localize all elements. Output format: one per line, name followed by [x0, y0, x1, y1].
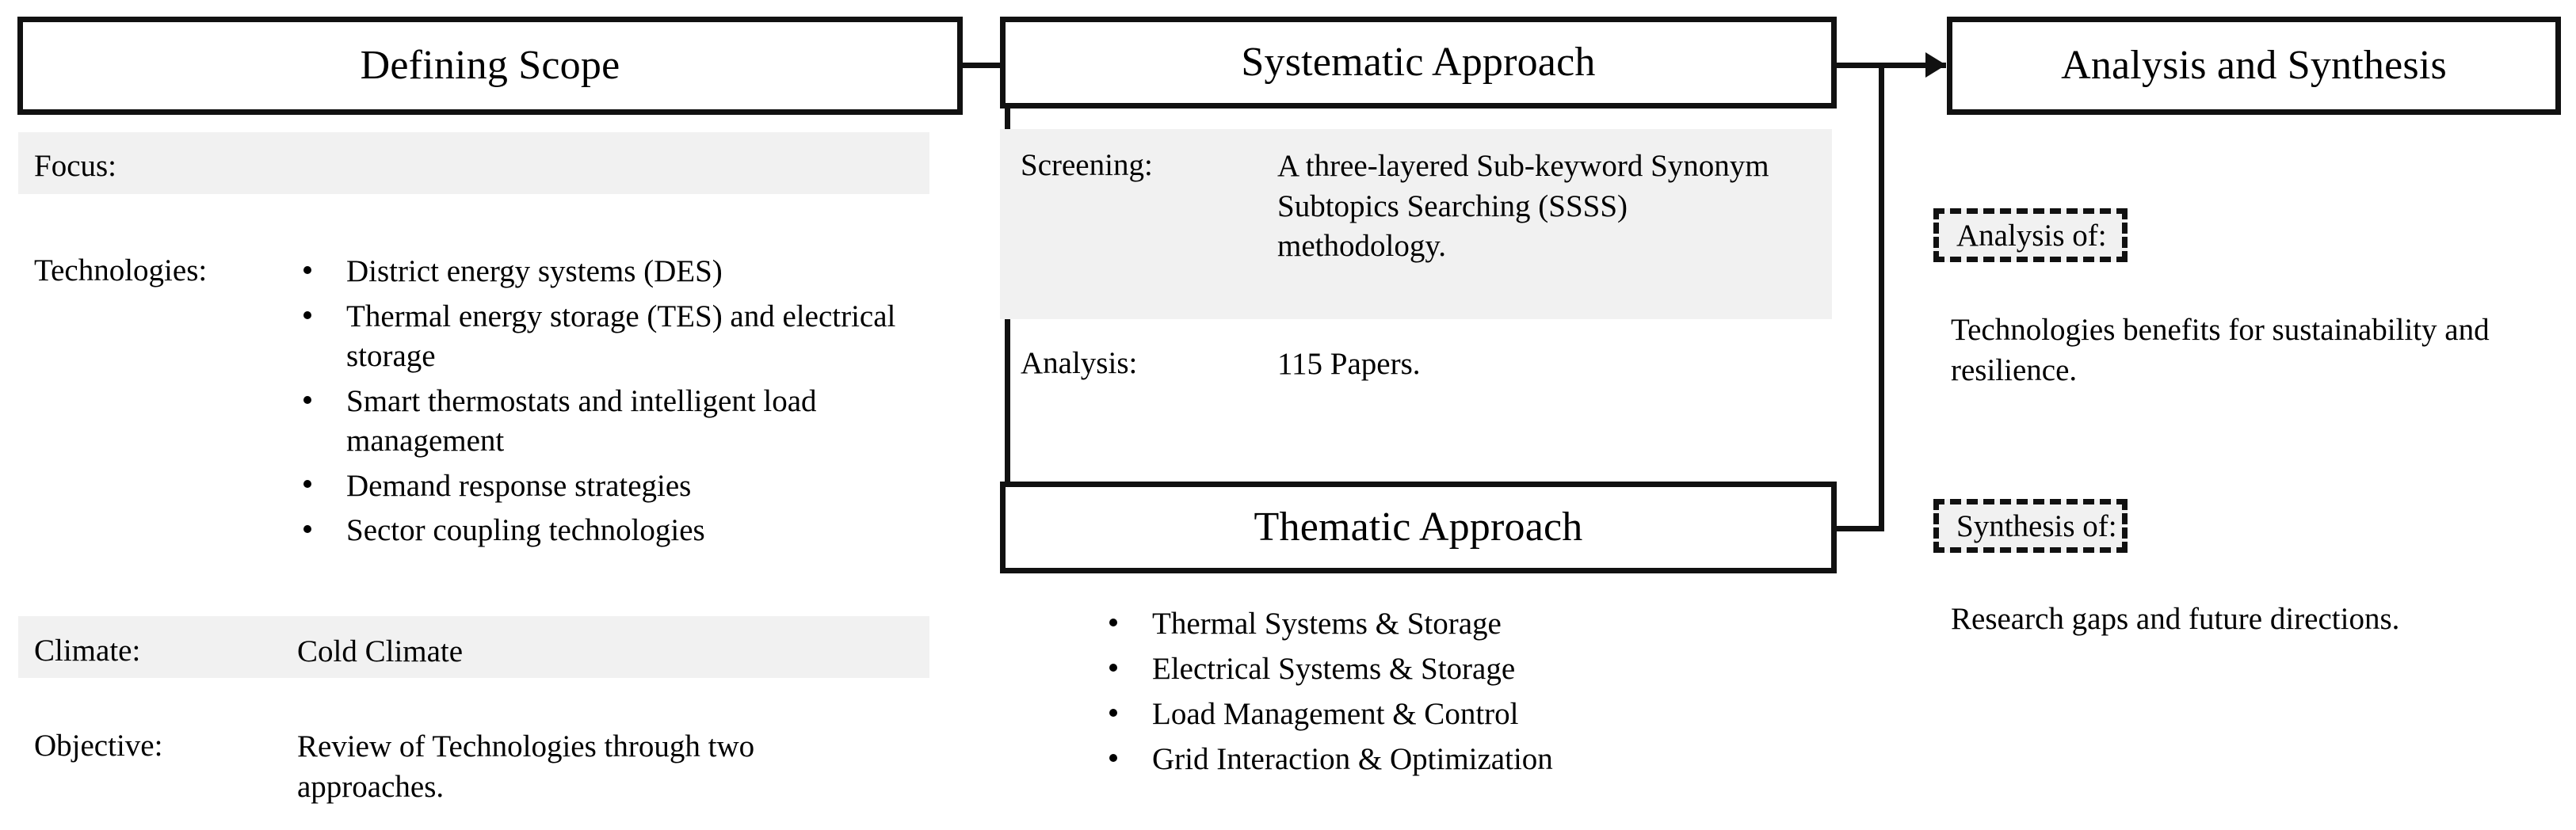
- screening-value: A three-layered Sub-keyword Synonym Subt…: [1277, 149, 1769, 264]
- analysis-synthesis-header-box[interactable]: Analysis and Synthesis: [1947, 17, 2561, 115]
- list-item-text: Grid Interaction & Optimization: [1152, 741, 1553, 776]
- thematic-approach-title: Thematic Approach: [1254, 504, 1583, 550]
- connector-scope-out: [963, 63, 1010, 68]
- climate-row-band: [18, 616, 929, 678]
- synthesis-of-text: Research gaps and future directions.: [1951, 602, 2400, 636]
- focus-row-band: [18, 132, 929, 194]
- technologies-bullet-list: District energy systems (DES) Thermal en…: [297, 252, 931, 556]
- list-item: Grid Interaction & Optimization: [1103, 740, 1816, 779]
- analysis-of-tag-box[interactable]: Analysis of:: [1933, 208, 2128, 262]
- list-item: Sector coupling technologies: [297, 511, 931, 550]
- systematic-approach-header-box[interactable]: Systematic Approach: [1000, 17, 1837, 109]
- list-item: District energy systems (DES): [297, 252, 931, 291]
- objective-value: Review of Technologies through two appro…: [297, 729, 755, 804]
- technologies-label: Technologies:: [34, 253, 208, 287]
- list-item: Thermal Systems & Storage: [1103, 604, 1816, 644]
- list-item: Thermal energy storage (TES) and electri…: [297, 297, 931, 376]
- bullet-dot-icon: [303, 310, 311, 319]
- list-item-text: Thermal Systems & Storage: [1152, 607, 1502, 641]
- bullet-dot-icon: [303, 395, 311, 404]
- list-item-text: Load Management & Control: [1152, 696, 1519, 731]
- list-item-text: Electrical Systems & Storage: [1152, 651, 1516, 686]
- list-item: Electrical Systems & Storage: [1103, 649, 1816, 689]
- objective-label: Objective:: [34, 729, 163, 763]
- arrowhead-to-analysis: [1925, 52, 1946, 78]
- connector-merge-riser: [1879, 63, 1884, 531]
- list-item-text: Sector coupling technologies: [346, 513, 705, 548]
- connector-thematic-out: [1837, 526, 1884, 531]
- list-item-text: Thermal energy storage (TES) and electri…: [346, 299, 896, 373]
- bullet-dot-icon: [303, 525, 311, 534]
- screening-row-band: [1000, 129, 1832, 319]
- synthesis-of-tag-box[interactable]: Synthesis of:: [1933, 499, 2128, 553]
- screening-label: Screening:: [1021, 148, 1153, 182]
- bullet-dot-icon: [1109, 663, 1117, 672]
- defining-scope-header-box[interactable]: Defining Scope: [17, 17, 963, 115]
- bullet-dot-icon: [1109, 708, 1117, 717]
- bullet-dot-icon: [303, 480, 311, 489]
- thematic-approach-header-box[interactable]: Thematic Approach: [1000, 482, 1837, 573]
- list-item: Load Management & Control: [1103, 695, 1816, 734]
- bullet-dot-icon: [1109, 753, 1117, 762]
- analysis-of-tag-label: Analysis of:: [1956, 218, 2107, 253]
- list-item: Smart thermostats and intelligent load m…: [297, 382, 931, 461]
- analysis-label: Analysis:: [1021, 346, 1138, 380]
- list-item-text: District energy systems (DES): [346, 254, 723, 288]
- connector-systematic-out: [1837, 63, 1884, 68]
- climate-label: Climate:: [34, 634, 141, 668]
- synthesis-of-tag-label: Synthesis of:: [1956, 508, 2117, 543]
- analysis-of-text: Technologies benefits for sustainability…: [1951, 313, 2490, 387]
- analysis-synthesis-title: Analysis and Synthesis: [2061, 43, 2447, 89]
- systematic-approach-title: Systematic Approach: [1241, 40, 1596, 86]
- bullet-dot-icon: [1109, 618, 1117, 626]
- climate-value: Cold Climate: [297, 634, 464, 668]
- focus-label: Focus:: [34, 149, 117, 183]
- analysis-value: 115 Papers.: [1277, 347, 1421, 381]
- connector-to-analysis: [1879, 63, 1946, 68]
- defining-scope-title: Defining Scope: [360, 43, 620, 89]
- thematic-bullet-list: Thermal Systems & Storage Electrical Sys…: [1103, 604, 1816, 785]
- list-item-text: Demand response strategies: [346, 468, 692, 503]
- bullet-dot-icon: [303, 265, 311, 274]
- list-item: Demand response strategies: [297, 466, 931, 506]
- list-item-text: Smart thermostats and intelligent load m…: [346, 383, 817, 458]
